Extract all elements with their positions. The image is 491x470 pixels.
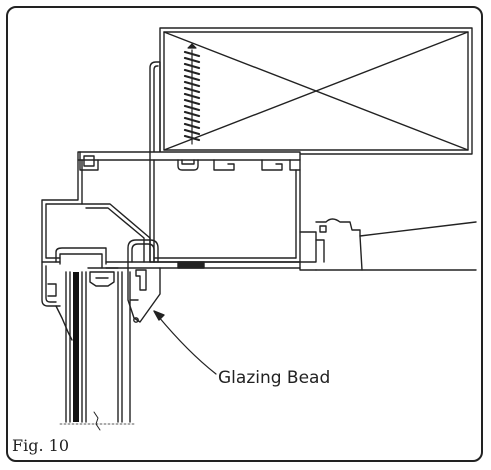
timber-head xyxy=(159,27,473,155)
glazing-bead-label: Glazing Bead xyxy=(218,368,331,388)
frame-upstand xyxy=(149,61,161,153)
glazing-bead xyxy=(127,239,161,323)
glazing-bead-leader xyxy=(153,310,217,375)
head-frame-top xyxy=(77,151,301,171)
figure-caption: Fig. 10 xyxy=(12,436,69,455)
glass-unit xyxy=(65,271,131,431)
bottom-rail xyxy=(105,261,301,269)
fixing-screw xyxy=(183,43,201,145)
frame-extension xyxy=(299,218,477,271)
spacer-bar xyxy=(87,267,119,287)
